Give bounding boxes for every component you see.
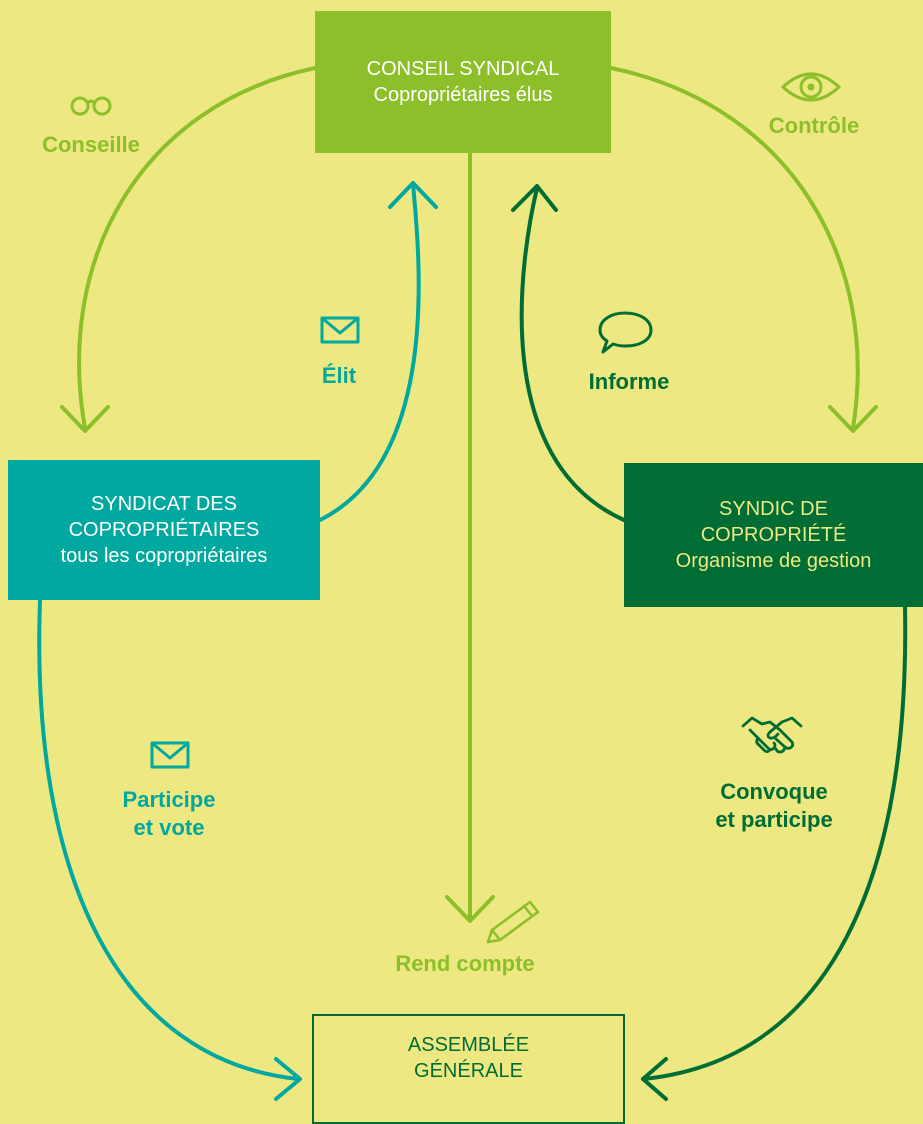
arrowhead-conseille [60,405,110,433]
syndic-title-2: COPROPRIÉTÉ [700,524,847,546]
syndicat-subtitle: tous les copropriétaires [60,545,268,567]
conseille-label: Conseille [42,132,140,157]
arrowhead-participe [274,1057,302,1101]
assemblee-title-1: ASSEMBLÉE [407,1034,530,1056]
conseil-title: CONSEIL SYNDICAL [366,58,560,80]
syndicat-title-1: SYNDICAT DES [91,493,237,515]
convoque-label: Convoque et participe [694,778,854,834]
arrowhead-convoque [641,1057,668,1101]
arrowhead-elit [388,181,438,209]
eye-icon [780,72,842,102]
convoque-line-1: Convoque [720,779,828,804]
envelope-icon [320,316,360,344]
informe-label: Informe [588,369,670,394]
arrow-informe [519,186,626,522]
syndic-subtitle: Organisme de gestion [675,550,872,572]
participe-label: Participe et vote [104,786,234,842]
elit-label: Élit [321,363,357,388]
participe-line-1: Participe [122,787,216,812]
syndic-box: SYNDIC DE COPROPRIÉTÉ Organisme de gesti… [624,463,923,607]
syndic-title-1: SYNDIC DE [719,498,828,520]
pencil-icon [486,900,540,944]
arrow-elit [318,182,421,522]
assemblee-title-2: GÉNÉRALE [414,1060,523,1082]
glasses-icon [70,96,112,116]
arrowhead-controle [828,405,878,433]
participe-line-2: et vote [133,815,205,840]
controle-label: Contrôle [768,113,860,138]
arrowhead-informe [511,184,558,212]
arrow-controle [609,66,860,430]
arrow-convoque [641,605,908,1081]
syndicat-title-2: COPROPRIÉTAIRES [68,519,260,541]
syndicat-box: SYNDICAT DES COPROPRIÉTAIRES tous les co… [8,460,320,600]
arrowhead-rend-compte [445,895,495,923]
envelope-icon [150,741,190,769]
conseil-subtitle: Copropriétaires élus [373,84,553,106]
arrow-participe [37,598,300,1081]
conseil-syndical-box: CONSEIL SYNDICAL Copropriétaires élus [315,11,611,153]
arrow-conseille [77,66,317,430]
assemblee-generale-box: ASSEMBLÉE GÉNÉRALE [312,1014,625,1124]
speech-bubble-icon [598,311,653,354]
rend-compte-label: Rend compte [395,951,535,976]
handshake-icon [741,716,803,754]
convoque-line-2: et participe [715,807,833,832]
